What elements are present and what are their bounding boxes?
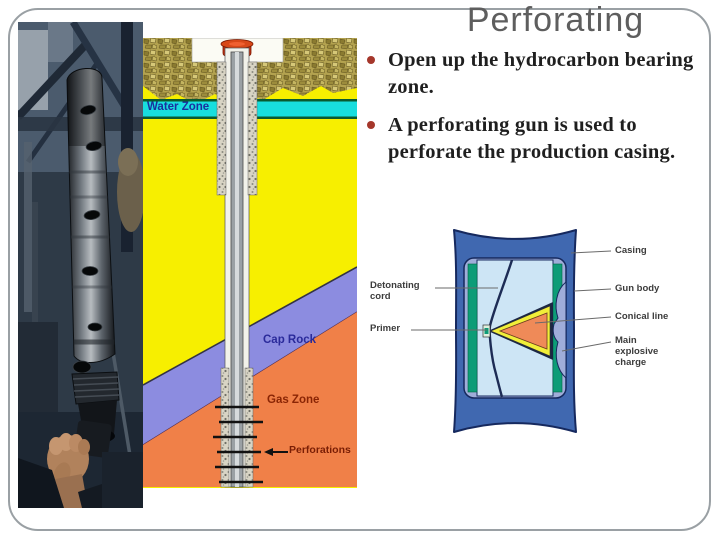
perforation-holes — [72, 104, 103, 374]
main-explosive — [498, 312, 548, 350]
primer-shape — [482, 324, 491, 338]
primer-label: Primer — [370, 323, 401, 334]
detonating-cord-line — [488, 259, 514, 398]
gas-zone-label: Gas Zone — [267, 394, 320, 406]
perforations-label: Perforations — [289, 444, 351, 456]
gun-diagram-art — [411, 229, 612, 433]
perforations-arrow-icon — [264, 448, 288, 456]
well-cross-section-diagram: Water Zone Cap Rock Gas Zone Perforation… — [143, 38, 357, 488]
shaped-charge — [488, 302, 553, 360]
water-zone-label: Water Zone — [147, 101, 210, 113]
perforating-gun-photo — [18, 22, 143, 508]
casing-label: Casing — [615, 245, 647, 256]
perforating-gun-diagram: Casing Gun body Conical line Main explos… — [365, 222, 705, 437]
bullet-item: A perforating gun is used to perforate t… — [363, 112, 713, 166]
bullet-dot-icon — [367, 56, 375, 64]
cap-rock-band — [143, 267, 357, 445]
bullet-list: Open up the hydrocarbon bearing zone. A … — [363, 47, 713, 177]
liner-left — [467, 263, 478, 393]
bullet-text: Open up the hydrocarbon bearing zone. — [388, 49, 694, 99]
gun-body-contour — [552, 280, 567, 380]
jacket-sleeve — [18, 458, 64, 508]
cap-rock-label: Cap Rock — [263, 334, 317, 346]
bullet-text: A perforating gun is used to perforate t… — [388, 114, 676, 164]
leader-lines — [411, 250, 612, 352]
main-explosive-charge-label: Main explosive charge — [615, 335, 659, 369]
photo-art — [18, 22, 143, 508]
slide-title: Perforating — [466, 1, 645, 39]
bullet-dot-icon — [367, 121, 375, 130]
perforation-lines — [213, 405, 263, 484]
bullet-item: Open up the hydrocarbon bearing zone. — [363, 47, 713, 101]
slide-border — [8, 8, 711, 531]
conical-line-label: Conical line — [615, 311, 669, 322]
well-diagram-art — [143, 38, 357, 488]
wellbore — [216, 47, 258, 488]
detonating-cord-label: Detonating cord — [370, 280, 420, 303]
gun-body-label: Gun body — [615, 283, 660, 294]
